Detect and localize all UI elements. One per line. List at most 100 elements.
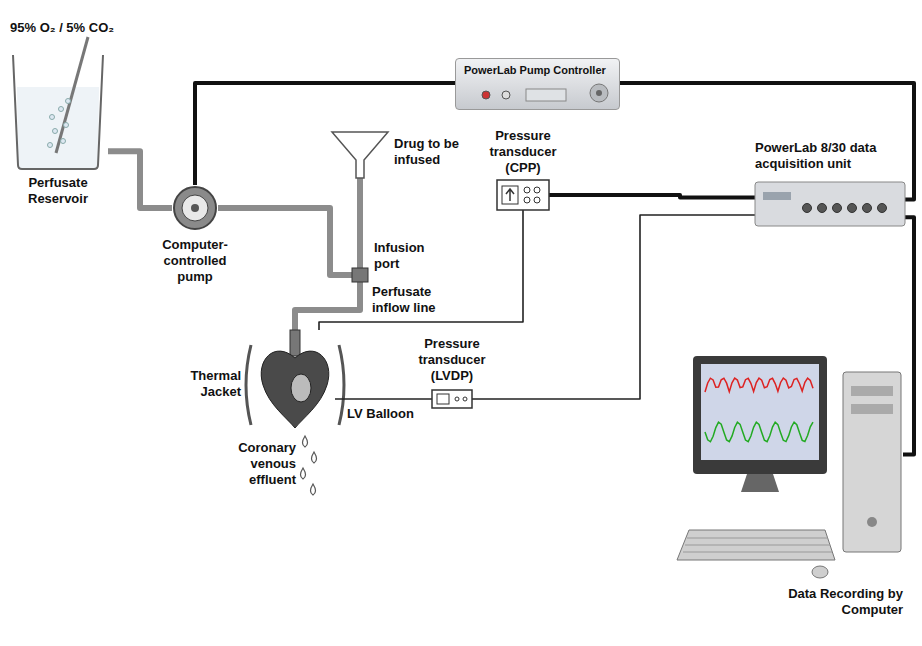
infusion-port: Infusion port xyxy=(352,268,368,282)
illustration-part xyxy=(596,90,602,96)
pressure-transducer-shape xyxy=(497,180,549,210)
data-acquisition-unit: PowerLab 8/30 data acquisition unit xyxy=(755,182,905,226)
illustration-part xyxy=(843,372,901,552)
node-label: Infusion port xyxy=(374,240,436,272)
recording-computer: Data Recording by Computer xyxy=(675,352,903,580)
illustration-part xyxy=(687,538,828,539)
illustration-part xyxy=(851,386,893,396)
illustration-part xyxy=(437,394,449,404)
illustration-part xyxy=(182,195,208,221)
recording-computer-shape xyxy=(675,352,903,580)
node-label: Pressure transducer (CPP) xyxy=(478,128,568,176)
illustration-part xyxy=(497,180,549,210)
illustration-part xyxy=(878,204,887,213)
node-label: LV Balloon xyxy=(347,406,425,422)
illustration-part xyxy=(174,187,216,229)
illustration-part xyxy=(502,91,510,99)
illustration-part xyxy=(463,397,467,401)
illustration-part xyxy=(17,87,99,169)
illustration-part xyxy=(432,390,472,408)
illustration-part xyxy=(191,204,199,212)
illustration-part xyxy=(332,132,388,178)
part-label: 95% O₂ / 5% CO₂ xyxy=(10,20,150,36)
peristaltic-pump: Computer-controlled pump xyxy=(172,185,218,231)
signal-cable xyxy=(319,210,523,330)
part-label: Coronary venous effluent xyxy=(226,440,296,488)
illustration-part xyxy=(524,187,530,193)
illustration-part xyxy=(524,197,530,203)
pressure-transducer: Pressure transducer (LVDP) xyxy=(432,390,472,408)
perfusion-tube xyxy=(218,208,352,275)
pressure-transducer: Pressure transducer (CPP) xyxy=(497,180,549,210)
illustration-part xyxy=(48,143,53,148)
signal-cable xyxy=(335,398,432,400)
illustration-part xyxy=(755,182,905,226)
illustration-part xyxy=(352,268,368,282)
node-label: PowerLab 8/30 data acquisition unit xyxy=(755,140,905,172)
illustration-part xyxy=(506,189,514,201)
pump-controller: PowerLab Pump Controller xyxy=(455,58,620,110)
illustration-part xyxy=(502,186,518,204)
illustration-part xyxy=(741,474,779,492)
effluent-drop xyxy=(311,484,316,495)
illustration-part xyxy=(61,139,66,144)
illustration-part xyxy=(482,91,490,99)
thermal-jacket xyxy=(339,345,344,425)
isolated-heart-shape xyxy=(255,330,335,430)
perfusate-reservoir: Perfusate Reservoir xyxy=(8,45,108,170)
node-label: PowerLab Pump Controller xyxy=(464,64,606,77)
illustration-part xyxy=(291,374,311,402)
data-acquisition-unit-shape xyxy=(755,182,905,226)
illustration-part xyxy=(693,356,827,474)
infusion-port-shape xyxy=(352,268,368,282)
illustration-part xyxy=(455,397,459,401)
perfusion-tube xyxy=(357,178,363,268)
illustration-part xyxy=(534,197,540,203)
illustration-part xyxy=(848,204,857,213)
illustration-part xyxy=(59,107,64,112)
illustration-part xyxy=(13,55,103,169)
illustration-part xyxy=(56,37,88,153)
perfusion-tube xyxy=(108,151,172,208)
node-label: Pressure transducer (LVDP) xyxy=(412,336,492,384)
thermal-jacket xyxy=(246,345,251,425)
illustration-part xyxy=(863,204,872,213)
illustration-part xyxy=(66,99,71,104)
illustration-part xyxy=(683,552,832,553)
illustration-part xyxy=(705,378,813,392)
part-label: Thermal Jacket xyxy=(183,368,241,400)
illustration-part xyxy=(867,517,877,527)
part-label: Perfusate inflow line xyxy=(372,284,452,316)
effluent-drop xyxy=(312,452,317,463)
node-label: Computer-controlled pump xyxy=(150,237,240,285)
effluent-drop xyxy=(303,436,308,447)
peristaltic-pump-shape xyxy=(172,185,218,231)
node-label: Perfusate Reservoir xyxy=(8,175,108,207)
illustration-part xyxy=(50,115,55,120)
effluent-drop xyxy=(301,468,306,479)
illustration-part xyxy=(526,89,566,101)
pressure-transducer-shape xyxy=(432,390,472,408)
illustration-part xyxy=(803,204,812,213)
illustration-part xyxy=(818,204,827,213)
illustration-part xyxy=(685,545,830,546)
perfusate-reservoir-shape xyxy=(8,45,108,170)
signal-cable xyxy=(195,83,455,185)
signal-cable xyxy=(549,195,755,197)
illustration-part xyxy=(705,422,813,442)
node-label: Drug to be infused xyxy=(394,136,476,168)
drug-funnel-shape xyxy=(330,130,390,178)
illustration-part xyxy=(677,530,835,560)
illustration-part xyxy=(590,84,608,102)
illustration-part xyxy=(534,187,540,193)
illustration-part xyxy=(701,364,819,460)
illustration-part xyxy=(290,330,300,356)
isolated-heart: LV Balloon xyxy=(255,330,335,430)
illustration-part xyxy=(812,566,828,578)
drug-funnel: Drug to be infused xyxy=(330,130,390,178)
illustration-part xyxy=(833,204,842,213)
illustration-part xyxy=(64,123,69,128)
illustration-part xyxy=(53,129,58,134)
signal-cable xyxy=(903,217,914,454)
